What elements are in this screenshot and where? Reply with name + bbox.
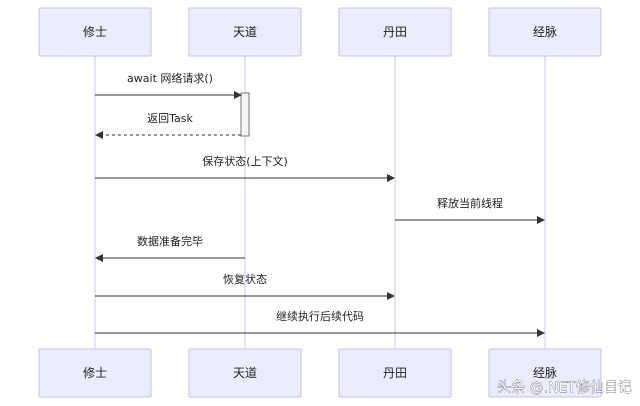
message-6: 恢复状态 [95,272,395,300]
actor-label: 修士 [83,365,107,380]
message-3: 保存状态(上下文) [95,154,395,182]
message-2: 返回Task [95,112,241,139]
actor-box [488,7,602,57]
actor-label: 经脉 [533,24,557,39]
actor-box [38,348,152,398]
watermark-text: 头条 @.NET修仙日记 [497,379,632,396]
actor-xiushi-top: 修士 [38,7,152,57]
actor-label: 经脉 [533,365,557,380]
message-label: 数据准备完毕 [137,234,203,248]
message-label: 继续执行后续代码 [276,309,364,323]
actor-label: 修士 [83,24,107,39]
message-7: 继续执行后续代码 [95,309,545,337]
actor-jingmai-bottom: 经脉 [488,348,602,398]
actor-label: 天道 [233,25,257,39]
actor-tiandao-bottom: 天道 [188,348,302,398]
actor-box [338,7,452,57]
actor-box [338,348,452,398]
actor-label: 丹田 [383,25,407,39]
actor-dantian-bottom: 丹田 [338,348,452,398]
actor-dantian-top: 丹田 [338,7,452,57]
message-4: 释放当前线程 [395,196,545,224]
actor-box [38,7,152,57]
activation-bar [240,92,250,137]
actor-label: 丹田 [383,366,407,380]
actor-box [188,348,302,398]
actor-xiushi-bottom: 修士 [38,348,152,398]
message-5: 数据准备完毕 [95,234,245,262]
actor-box [488,348,602,398]
actor-box [188,7,302,57]
message-label: 保存状态(上下文) [202,154,288,168]
message-label: 返回Task [147,112,193,125]
message-label: 释放当前线程 [437,196,503,210]
message-label: 恢复状态 [223,272,267,286]
actor-label: 天道 [233,366,257,380]
message-1: await 网络请求() [95,71,242,99]
message-label: await 网络请求() [127,71,213,85]
actor-jingmai-top: 经脉 [488,7,602,57]
actor-tiandao-top: 天道 [188,7,302,57]
